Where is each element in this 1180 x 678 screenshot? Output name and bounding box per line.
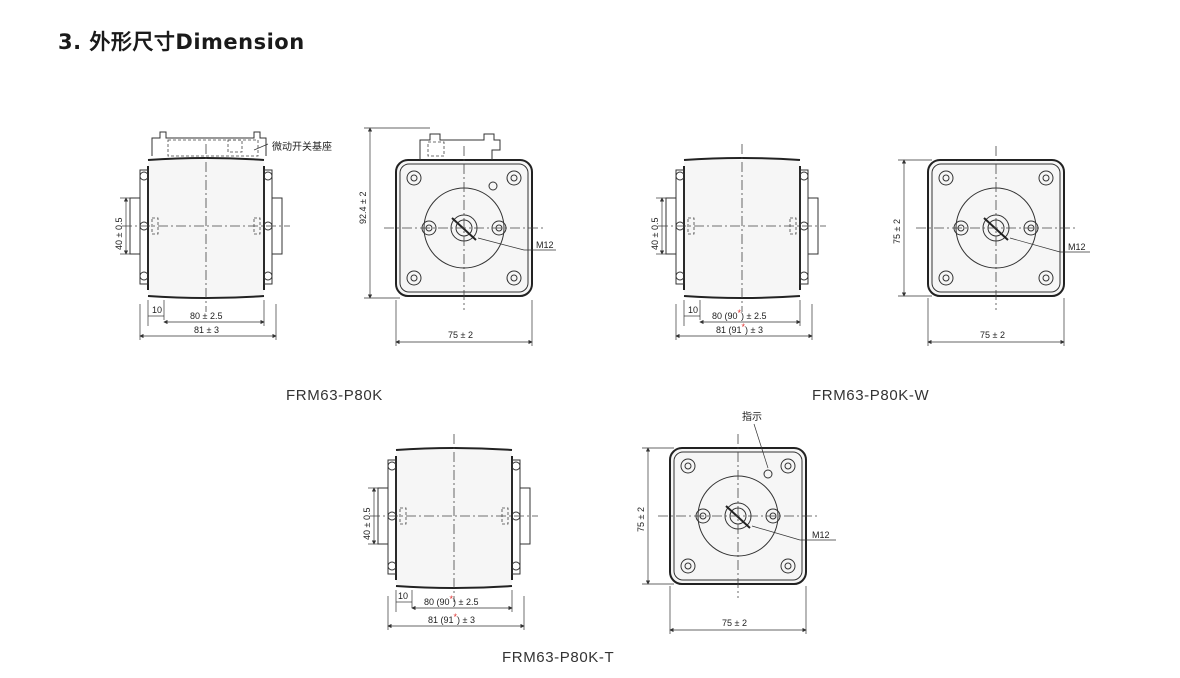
dim-height-40-w: 40 ± 0.5 bbox=[650, 218, 660, 250]
dim-height-40-t: 40 ± 0.5 bbox=[362, 508, 372, 540]
side-view-frm63-p80k bbox=[120, 131, 291, 340]
page-title: 3. 外形尺寸Dimension bbox=[58, 30, 305, 54]
dim-width-81-t: 81 (91*) ± 3 bbox=[428, 612, 475, 625]
indicator-label: 指示 bbox=[742, 410, 762, 423]
dim-height-92-a: 92.4 ± 2 bbox=[358, 192, 368, 224]
dim-width-75-w: 75 ± 2 bbox=[980, 330, 1005, 340]
side-view-frm63-p80k-t bbox=[368, 433, 539, 630]
dim-thread-m12-w: M12 bbox=[1068, 242, 1086, 252]
dim-width-10-a: 10 bbox=[152, 305, 162, 315]
dim-width-80-w: 80 (90*) ± 2.5 bbox=[712, 308, 767, 321]
dim-width-81-w: 81 (91*) ± 3 bbox=[716, 322, 763, 335]
front-view-frm63-p80k bbox=[364, 127, 556, 346]
dim-height-40-a: 40 ± 0.5 bbox=[114, 218, 124, 250]
dim-width-80-t: 80 (90*) ± 2.5 bbox=[424, 594, 479, 607]
dim-width-75-a: 75 ± 2 bbox=[448, 330, 473, 340]
front-view-frm63-p80k-w bbox=[898, 145, 1090, 346]
side-view-frm63-p80k-w bbox=[656, 143, 827, 340]
dim-width-80-a: 80 ± 2.5 bbox=[190, 311, 222, 321]
microswitch-base-label: 微动开关基座 bbox=[272, 140, 332, 153]
dim-width-75-t: 75 ± 2 bbox=[722, 618, 747, 628]
dim-width-81-a: 81 ± 3 bbox=[194, 325, 219, 335]
dim-thread-m12-a: M12 bbox=[536, 240, 554, 250]
dim-thread-m12-t: M12 bbox=[812, 530, 830, 540]
model-label-frm63-p80k: FRM63-P80K bbox=[286, 387, 383, 404]
model-label-frm63-p80k-t: FRM63-P80K-T bbox=[502, 649, 614, 666]
dim-width-10-t: 10 bbox=[398, 591, 408, 601]
dim-width-10-w: 10 bbox=[688, 305, 698, 315]
model-label-frm63-p80k-w: FRM63-P80K-W bbox=[812, 387, 929, 404]
dim-height-75-w: 75 ± 2 bbox=[892, 219, 902, 244]
dim-height-75-t: 75 ± 2 bbox=[636, 507, 646, 532]
front-view-frm63-p80k-t bbox=[642, 423, 836, 634]
